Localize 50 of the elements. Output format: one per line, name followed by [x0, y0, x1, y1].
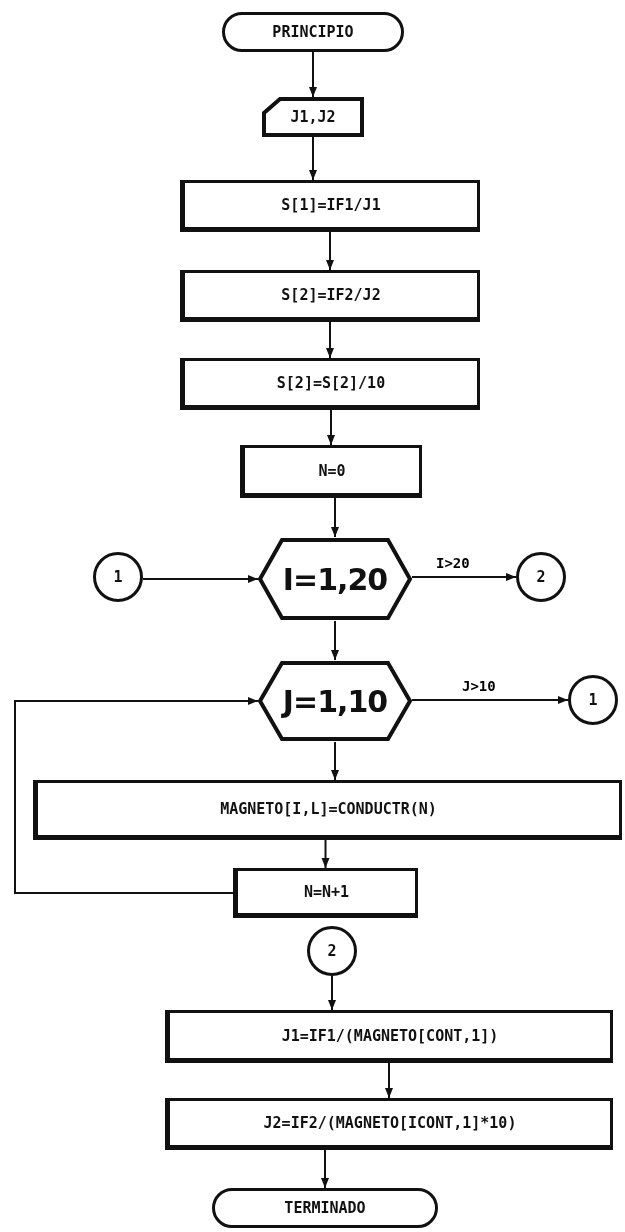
node-text: J2=IF2/(MAGNETO[ICONT,1]*10)	[263, 1114, 517, 1132]
edge-label: I>20	[434, 555, 472, 571]
arrow	[309, 136, 317, 181]
arrow	[326, 321, 334, 359]
node-text: J1=IF1/(MAGNETO[CONT,1])	[281, 1026, 499, 1045]
connector-circle	[516, 552, 566, 602]
process-box	[165, 1010, 613, 1063]
process-box	[180, 270, 480, 322]
arrow	[14, 697, 259, 894]
node-text: N=0	[318, 461, 346, 480]
node-text: S[2]=S[2]/10	[276, 374, 386, 392]
node-text: I=1,20	[282, 561, 388, 597]
arrow	[328, 975, 336, 1011]
arrow	[411, 573, 517, 581]
arrow	[309, 51, 317, 98]
process-box	[165, 1098, 613, 1150]
connector-circle	[307, 926, 357, 976]
node-text: MAGNETO[I,L]=CONDUCTR(N)	[220, 800, 437, 818]
arrow	[321, 1149, 329, 1189]
node-text: S[1]=IF1/J1	[281, 196, 381, 214]
node-text: J=1,10	[282, 683, 388, 719]
process-box	[240, 445, 422, 498]
arrow	[326, 231, 334, 271]
node-text: J1,J2	[290, 108, 336, 126]
connector-circle	[93, 552, 143, 602]
process-box	[180, 358, 480, 410]
input-card	[262, 97, 364, 137]
arrow	[331, 620, 339, 661]
arrow	[385, 1062, 393, 1099]
process-box	[233, 868, 418, 918]
arrow	[327, 409, 335, 446]
arrow	[411, 696, 569, 704]
arrow	[331, 497, 339, 538]
connector-number: 2	[536, 568, 546, 586]
loop-hexagon	[258, 537, 412, 621]
node-text: N=N+1	[303, 883, 350, 901]
process-box	[33, 780, 622, 840]
node-text: TERMINADO	[284, 1199, 366, 1217]
connector-number: 1	[588, 691, 598, 709]
connector-circle	[568, 675, 618, 725]
process-box	[180, 180, 480, 232]
connector-number: 2	[327, 942, 337, 960]
arrow	[321, 839, 330, 869]
node-text: S[2]=IF2/J2	[281, 286, 381, 304]
loop-hexagon	[258, 660, 412, 742]
connector-number: 1	[113, 568, 123, 586]
arrow	[331, 741, 339, 781]
arrow	[142, 575, 259, 583]
edge-label: J>10	[460, 678, 498, 694]
node-text: PRINCIPIO	[272, 23, 354, 41]
